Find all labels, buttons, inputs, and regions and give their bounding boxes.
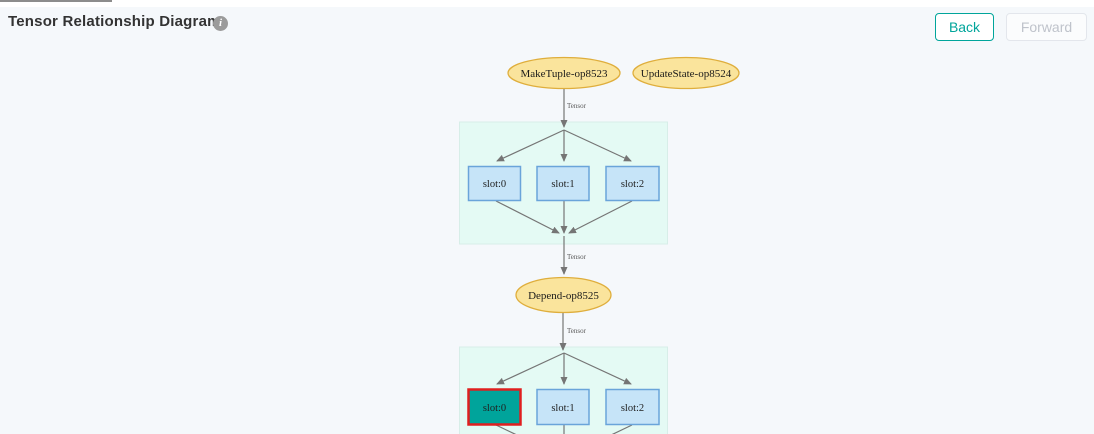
edge-fan2-slot0 (496, 352, 565, 385)
edge-fan2-slot2 (563, 352, 632, 385)
slot-label-g2-1: slot:1 (551, 403, 574, 414)
node-maketuple-label: MakeTuple-op8523 (521, 68, 608, 80)
slot-box-g1-0[interactable]: slot:0 (467, 165, 522, 202)
edge-conv1-slot0 (495, 200, 560, 234)
slot-label-g2-0: slot:0 (483, 403, 506, 414)
slot-label-g1-0: slot:0 (483, 179, 506, 190)
slot-box-g2-0-selected[interactable]: slot:0 (467, 388, 522, 426)
edges (495, 89, 633, 434)
slot-label-g1-1: slot:1 (551, 179, 574, 190)
slot-label-g2-2: slot:2 (621, 403, 644, 414)
edge-fan1-slot0 (496, 129, 565, 162)
edge-conv1-slot2 (568, 200, 633, 234)
slot-box-g2-2[interactable]: slot:2 (605, 388, 660, 426)
node-maketuple[interactable]: MakeTuple-op8523 (507, 56, 621, 90)
edge-label-tensor-1: Tensor (567, 102, 587, 110)
slot-box-g1-2[interactable]: slot:2 (605, 165, 660, 202)
node-depend[interactable]: Depend-op8525 (515, 276, 612, 314)
page-title: Tensor Relationship Diagram (8, 13, 221, 30)
edge-conv2-slot2 (611, 424, 633, 434)
edge-conv2-slot0 (495, 424, 517, 434)
edge-label-tensor-3: Tensor (567, 327, 587, 335)
slot-box-g1-1[interactable]: slot:1 (536, 165, 590, 202)
node-depend-label: Depend-op8525 (528, 290, 599, 302)
slot-label-g1-2: slot:2 (621, 179, 644, 190)
edge-label-tensor-2: Tensor (567, 253, 587, 261)
page-header: Tensor Relationship Diagram i Back Forwa… (0, 7, 1094, 51)
node-updatestate[interactable]: UpdateState-op8524 (632, 56, 740, 90)
top-edge-line (0, 0, 112, 2)
edge-fan1-slot2 (563, 129, 632, 162)
slot-box-g2-1[interactable]: slot:1 (536, 388, 590, 426)
back-button[interactable]: Back (935, 13, 994, 41)
info-icon[interactable]: i (213, 16, 228, 31)
node-updatestate-label: UpdateState-op8524 (641, 68, 732, 80)
forward-button[interactable]: Forward (1006, 13, 1087, 41)
